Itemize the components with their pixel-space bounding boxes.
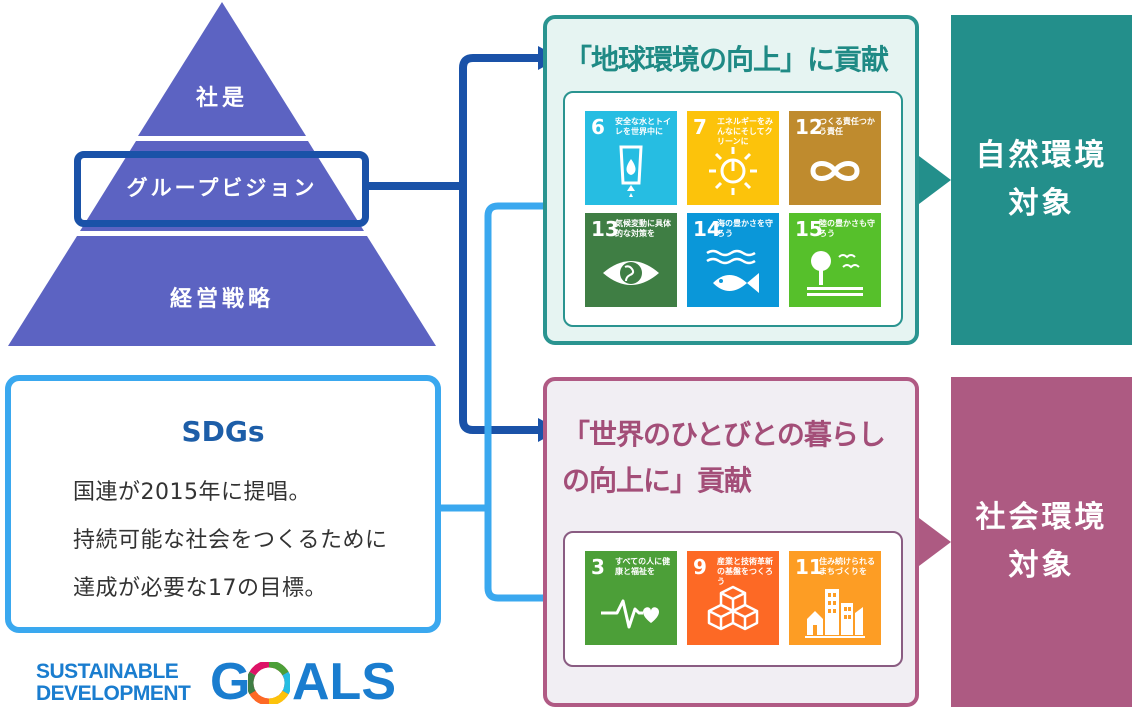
sdg-tile-15: 15 陸の豊かさも守ろう	[789, 213, 881, 307]
tile-caption: 住み続けられるまちづくりを	[819, 557, 875, 576]
tile-caption: 陸の豊かさも守ろう	[819, 219, 875, 238]
logo-goals-rest: ALS	[292, 653, 396, 711]
sdgs-wheel-icon	[248, 662, 290, 704]
eye-globe-icon	[603, 261, 659, 285]
tile-caption: 安全な水とトイレを世界中に	[615, 117, 671, 136]
environment-target-box: 自然環境 対象	[951, 15, 1132, 345]
sdg-tile-13: 13 気候変動に具体的な対策を	[585, 213, 677, 307]
environment-target-line-2: 対象	[1008, 186, 1075, 221]
sdgs-line-3: 達成が必要な17の目標。	[73, 576, 327, 601]
sdgs-line-2: 持続可能な社会をつくるために	[73, 528, 388, 553]
logo-line-2: DEVELOPMENT	[36, 682, 191, 705]
cubes-icon	[707, 585, 759, 631]
sdgs-connector	[441, 202, 556, 602]
pyramid-top-tier	[138, 2, 306, 136]
environment-goal-grid: 6 安全な水とトイレを世界中に 7 エネルギーをみんなにそしてクリーンに	[563, 91, 903, 327]
tile-number: 12	[795, 115, 823, 139]
tile-number: 14	[693, 217, 721, 241]
water-drop-icon	[619, 145, 643, 197]
logo-line-1: SUSTAINABLE	[36, 660, 179, 683]
tile-number: 6	[591, 115, 605, 139]
pyramid-bottom-tier	[8, 236, 436, 346]
sdgs-title: SDGs	[181, 415, 265, 448]
sdg-tile-3: 3 すべての人に健康と福祉を	[585, 551, 677, 645]
society-goal-grid: 3 すべての人に健康と福祉を 9 産業と技術革新の基盤をつくろう 11 住み続け…	[563, 531, 903, 667]
tile-number: 9	[693, 555, 707, 579]
tile-caption: すべての人に健康と福祉を	[615, 557, 671, 576]
tile-number: 13	[591, 217, 619, 241]
society-panel-title: 「世界のひとびとの暮らしの向上に」貢献	[562, 418, 886, 497]
fish-waves-icon	[706, 249, 759, 293]
society-target-box: 社会環境 対象	[951, 377, 1132, 707]
sdg-tile-14: 14 海の豊かさを守ろう	[687, 213, 779, 307]
tile-number: 11	[795, 555, 823, 579]
tile-number: 7	[693, 115, 707, 139]
heartbeat-icon	[601, 599, 659, 629]
sdgs-line-1: 国連が2015年に提唱。	[73, 480, 311, 505]
vision-highlight-frame	[74, 151, 369, 227]
sun-power-icon	[709, 147, 757, 195]
logo-goals-g: G	[210, 653, 251, 711]
sdg-tile-7: 7 エネルギーをみんなにそしてクリーンに	[687, 111, 779, 205]
sdgs-info-box: SDGs 国連が2015年に提唱。 持続可能な社会をつくるために 達成が必要な1…	[5, 375, 441, 633]
tile-caption: 産業と技術革新の基盤をつくろう	[717, 557, 773, 586]
tile-caption: 海の豊かさを守ろう	[717, 219, 773, 238]
tile-caption: 気候変動に具体的な対策を	[615, 219, 671, 238]
pyramid-bottom-label: 経営戦略	[169, 287, 274, 312]
sdg-tile-6: 6 安全な水とトイレを世界中に	[585, 111, 677, 205]
sdg-tile-12: 12 つくる責任つかう責任	[789, 111, 881, 205]
pointer-society	[919, 518, 951, 566]
pyramid-top-label: 社是	[195, 86, 248, 111]
sdg-tile-9: 9 産業と技術革新の基盤をつくろう	[687, 551, 779, 645]
infinity-icon	[810, 161, 860, 181]
tile-number: 3	[591, 555, 605, 579]
city-icon	[805, 589, 865, 638]
sdg-tile-11: 11 住み続けられるまちづくりを	[789, 551, 881, 645]
tree-birds-icon	[807, 251, 863, 296]
tile-caption: エネルギーをみんなにそしてクリーンに	[717, 117, 773, 146]
tile-number: 15	[795, 217, 823, 241]
society-target-line-2: 対象	[1008, 548, 1075, 583]
pyramid-middle-tier	[80, 141, 364, 231]
pyramid-middle-label: グループビジョン	[126, 176, 318, 200]
society-target-line-1: 社会環境	[975, 500, 1108, 535]
pointer-environment	[919, 156, 951, 204]
society-panel: 「世界のひとびとの暮らしの向上に」貢献 3 すべての人に健康と福祉を 9 産業と…	[543, 377, 919, 707]
vision-connector	[368, 54, 540, 434]
environment-target-line-1: 自然環境	[975, 138, 1108, 173]
tile-caption: つくる責任つかう責任	[819, 117, 875, 136]
environment-panel: 「地球環境の向上」に貢献 6 安全な水とトイレを世界中に 7 エネルギーをみんな…	[543, 15, 919, 345]
environment-panel-title: 「地球環境の向上」に貢献	[564, 43, 889, 76]
